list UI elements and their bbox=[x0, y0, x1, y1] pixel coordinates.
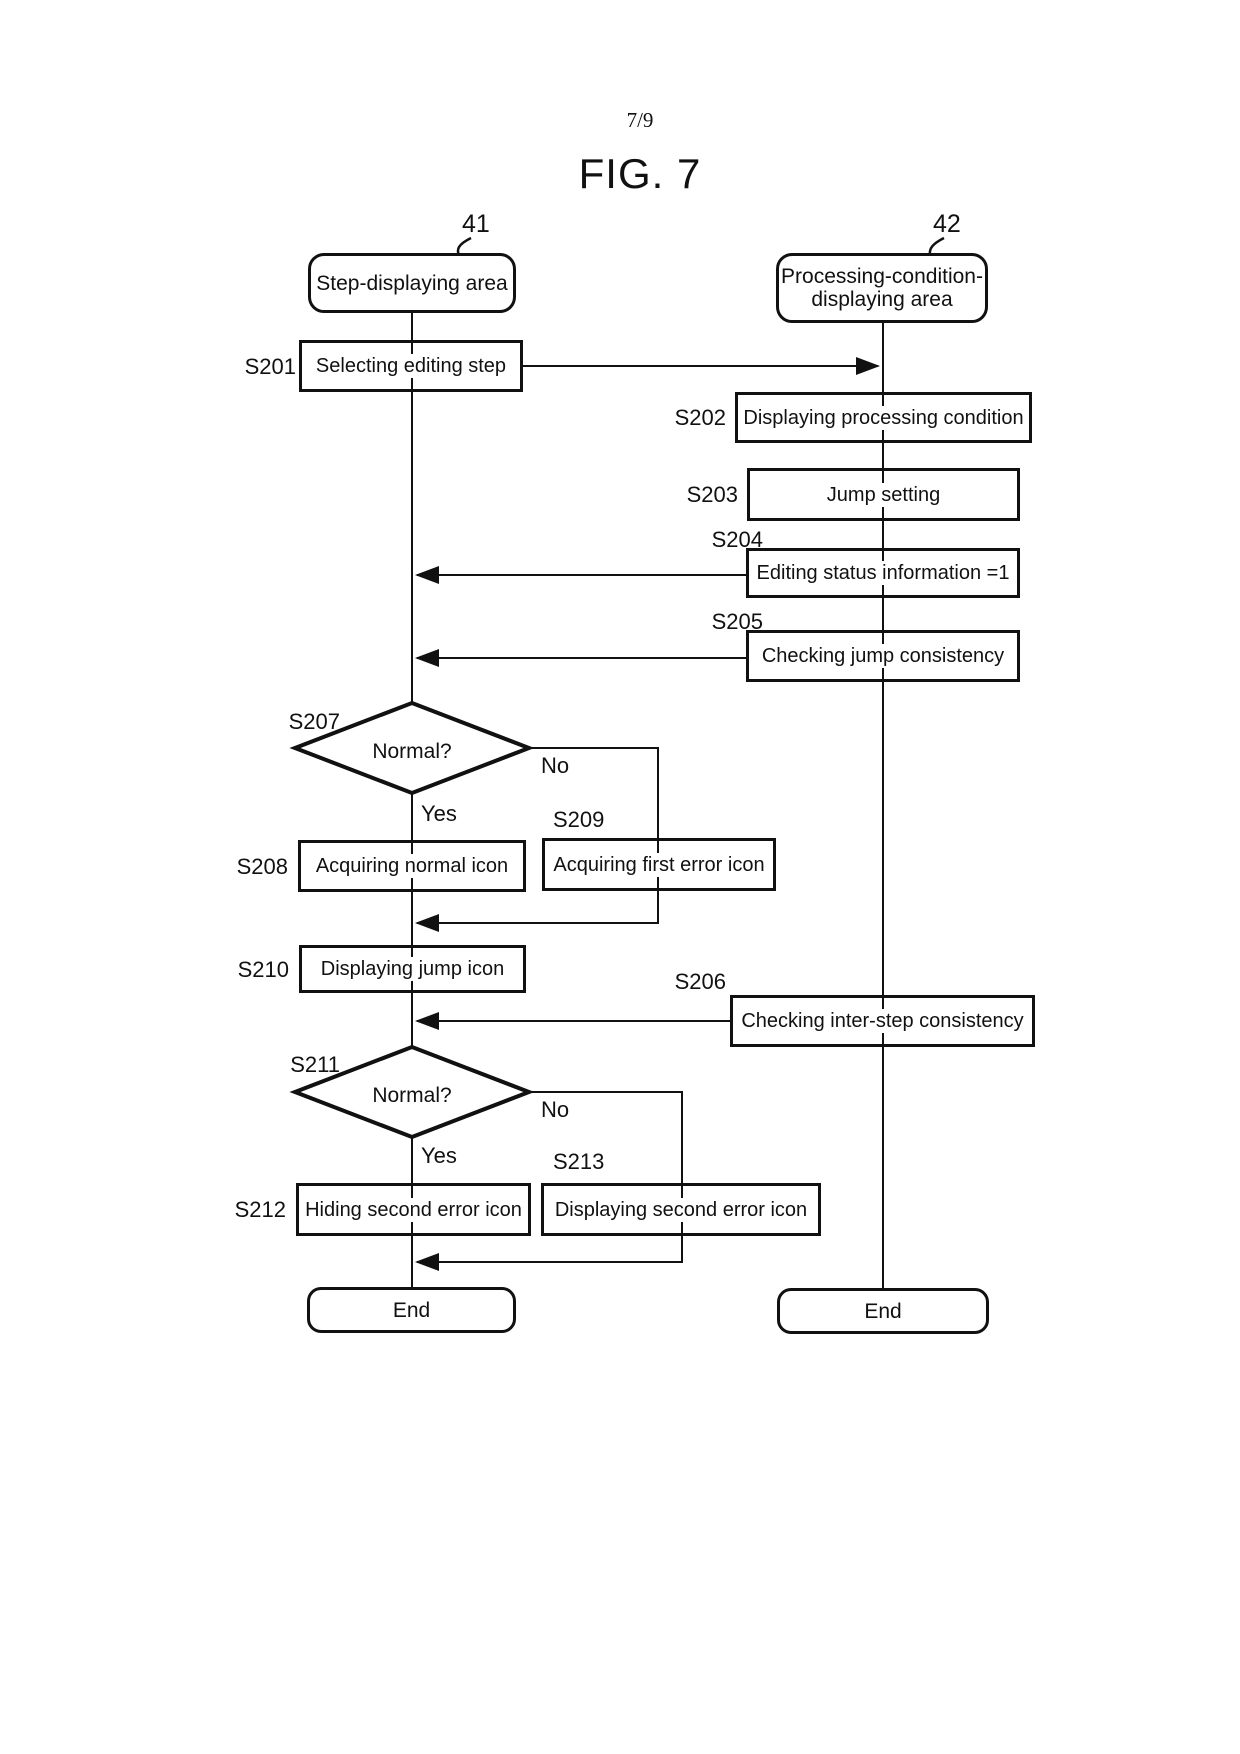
process-s213-label: Displaying second error icon bbox=[549, 1197, 813, 1222]
step-id-s208: S208 bbox=[236, 854, 288, 879]
end-terminator-left-label: End bbox=[392, 1298, 431, 1322]
process-s212-label: Hiding second error icon bbox=[300, 1197, 527, 1222]
terminator-processing-condition-displaying-area: Processing-condition- displaying area bbox=[776, 253, 988, 323]
ref-41-label: 41 bbox=[462, 210, 490, 238]
branch-yes-s211-label: Yes bbox=[421, 1143, 457, 1168]
process-s210: Displaying jump icon bbox=[299, 945, 526, 993]
branch-yes-s207-label: Yes bbox=[421, 801, 457, 826]
process-s205: Checking jump consistency bbox=[746, 630, 1020, 682]
process-s212: Hiding second error icon bbox=[296, 1183, 531, 1236]
process-s201-label: Selecting editing step bbox=[310, 354, 512, 378]
process-s205-label: Checking jump consistency bbox=[756, 644, 1010, 668]
terminator-processing-condition-line2: displaying area bbox=[811, 288, 953, 311]
process-s213: Displaying second error icon bbox=[541, 1183, 821, 1236]
end-terminator-right-label: End bbox=[864, 1299, 902, 1323]
process-s203: Jump setting bbox=[747, 468, 1020, 521]
decision-s207-shape bbox=[289, 700, 535, 796]
figure-title: FIG. 7 bbox=[578, 150, 702, 197]
step-id-s204: S204 bbox=[711, 527, 763, 552]
step-id-s212: S212 bbox=[234, 1197, 286, 1222]
process-s208: Acquiring normal icon bbox=[298, 840, 526, 892]
process-s202: Displaying processing condition bbox=[735, 392, 1032, 443]
process-s206-label: Checking inter-step consistency bbox=[736, 1009, 1029, 1033]
process-s209-label: Acquiring first error icon bbox=[548, 852, 770, 877]
no-branch-s207-merge-arrow bbox=[415, 747, 659, 932]
process-s210-label: Displaying jump icon bbox=[315, 957, 510, 981]
decision-s207-label: Normal? bbox=[372, 740, 452, 763]
step-id-s209: S209 bbox=[553, 807, 605, 832]
process-s202-label: Displaying processing condition bbox=[738, 405, 1029, 430]
decision-s211-shape bbox=[289, 1044, 535, 1140]
end-terminator-right: End bbox=[777, 1288, 989, 1334]
step-id-s206: S206 bbox=[674, 969, 726, 994]
branch-no-s211-label: No bbox=[541, 1097, 570, 1122]
step-id-s205: S205 bbox=[711, 609, 763, 634]
decision-s211-label: Normal? bbox=[372, 1084, 452, 1107]
process-s208-label: Acquiring normal icon bbox=[310, 854, 514, 878]
step-id-s210: S210 bbox=[237, 957, 289, 982]
process-s204-label: Editing status information =1 bbox=[751, 561, 1015, 585]
process-s204: Editing status information =1 bbox=[746, 548, 1020, 598]
step-id-s213: S213 bbox=[553, 1149, 605, 1174]
ref-42-label: 42 bbox=[933, 210, 961, 238]
process-s201: Selecting editing step bbox=[299, 340, 523, 392]
branch-no-s207-label: No bbox=[541, 753, 570, 778]
terminator-step-displaying-area-label: Step-displaying area bbox=[316, 271, 508, 295]
process-s206: Checking inter-step consistency bbox=[730, 995, 1035, 1047]
step-id-s201: S201 bbox=[244, 354, 296, 379]
step-id-s202: S202 bbox=[674, 405, 726, 430]
step-id-s203: S203 bbox=[686, 482, 738, 507]
end-terminator-left: End bbox=[307, 1287, 516, 1333]
step-id-s207: S207 bbox=[288, 709, 340, 734]
step-id-s211: S211 bbox=[290, 1052, 340, 1077]
page-number: 7/9 bbox=[626, 108, 654, 132]
terminator-processing-condition-line1: Processing-condition- bbox=[781, 265, 983, 288]
process-s209: Acquiring first error icon bbox=[542, 838, 776, 891]
process-s203-label: Jump setting bbox=[821, 482, 946, 507]
no-branch-s211-merge-arrow bbox=[415, 1091, 683, 1271]
terminator-step-displaying-area: Step-displaying area bbox=[308, 253, 516, 313]
